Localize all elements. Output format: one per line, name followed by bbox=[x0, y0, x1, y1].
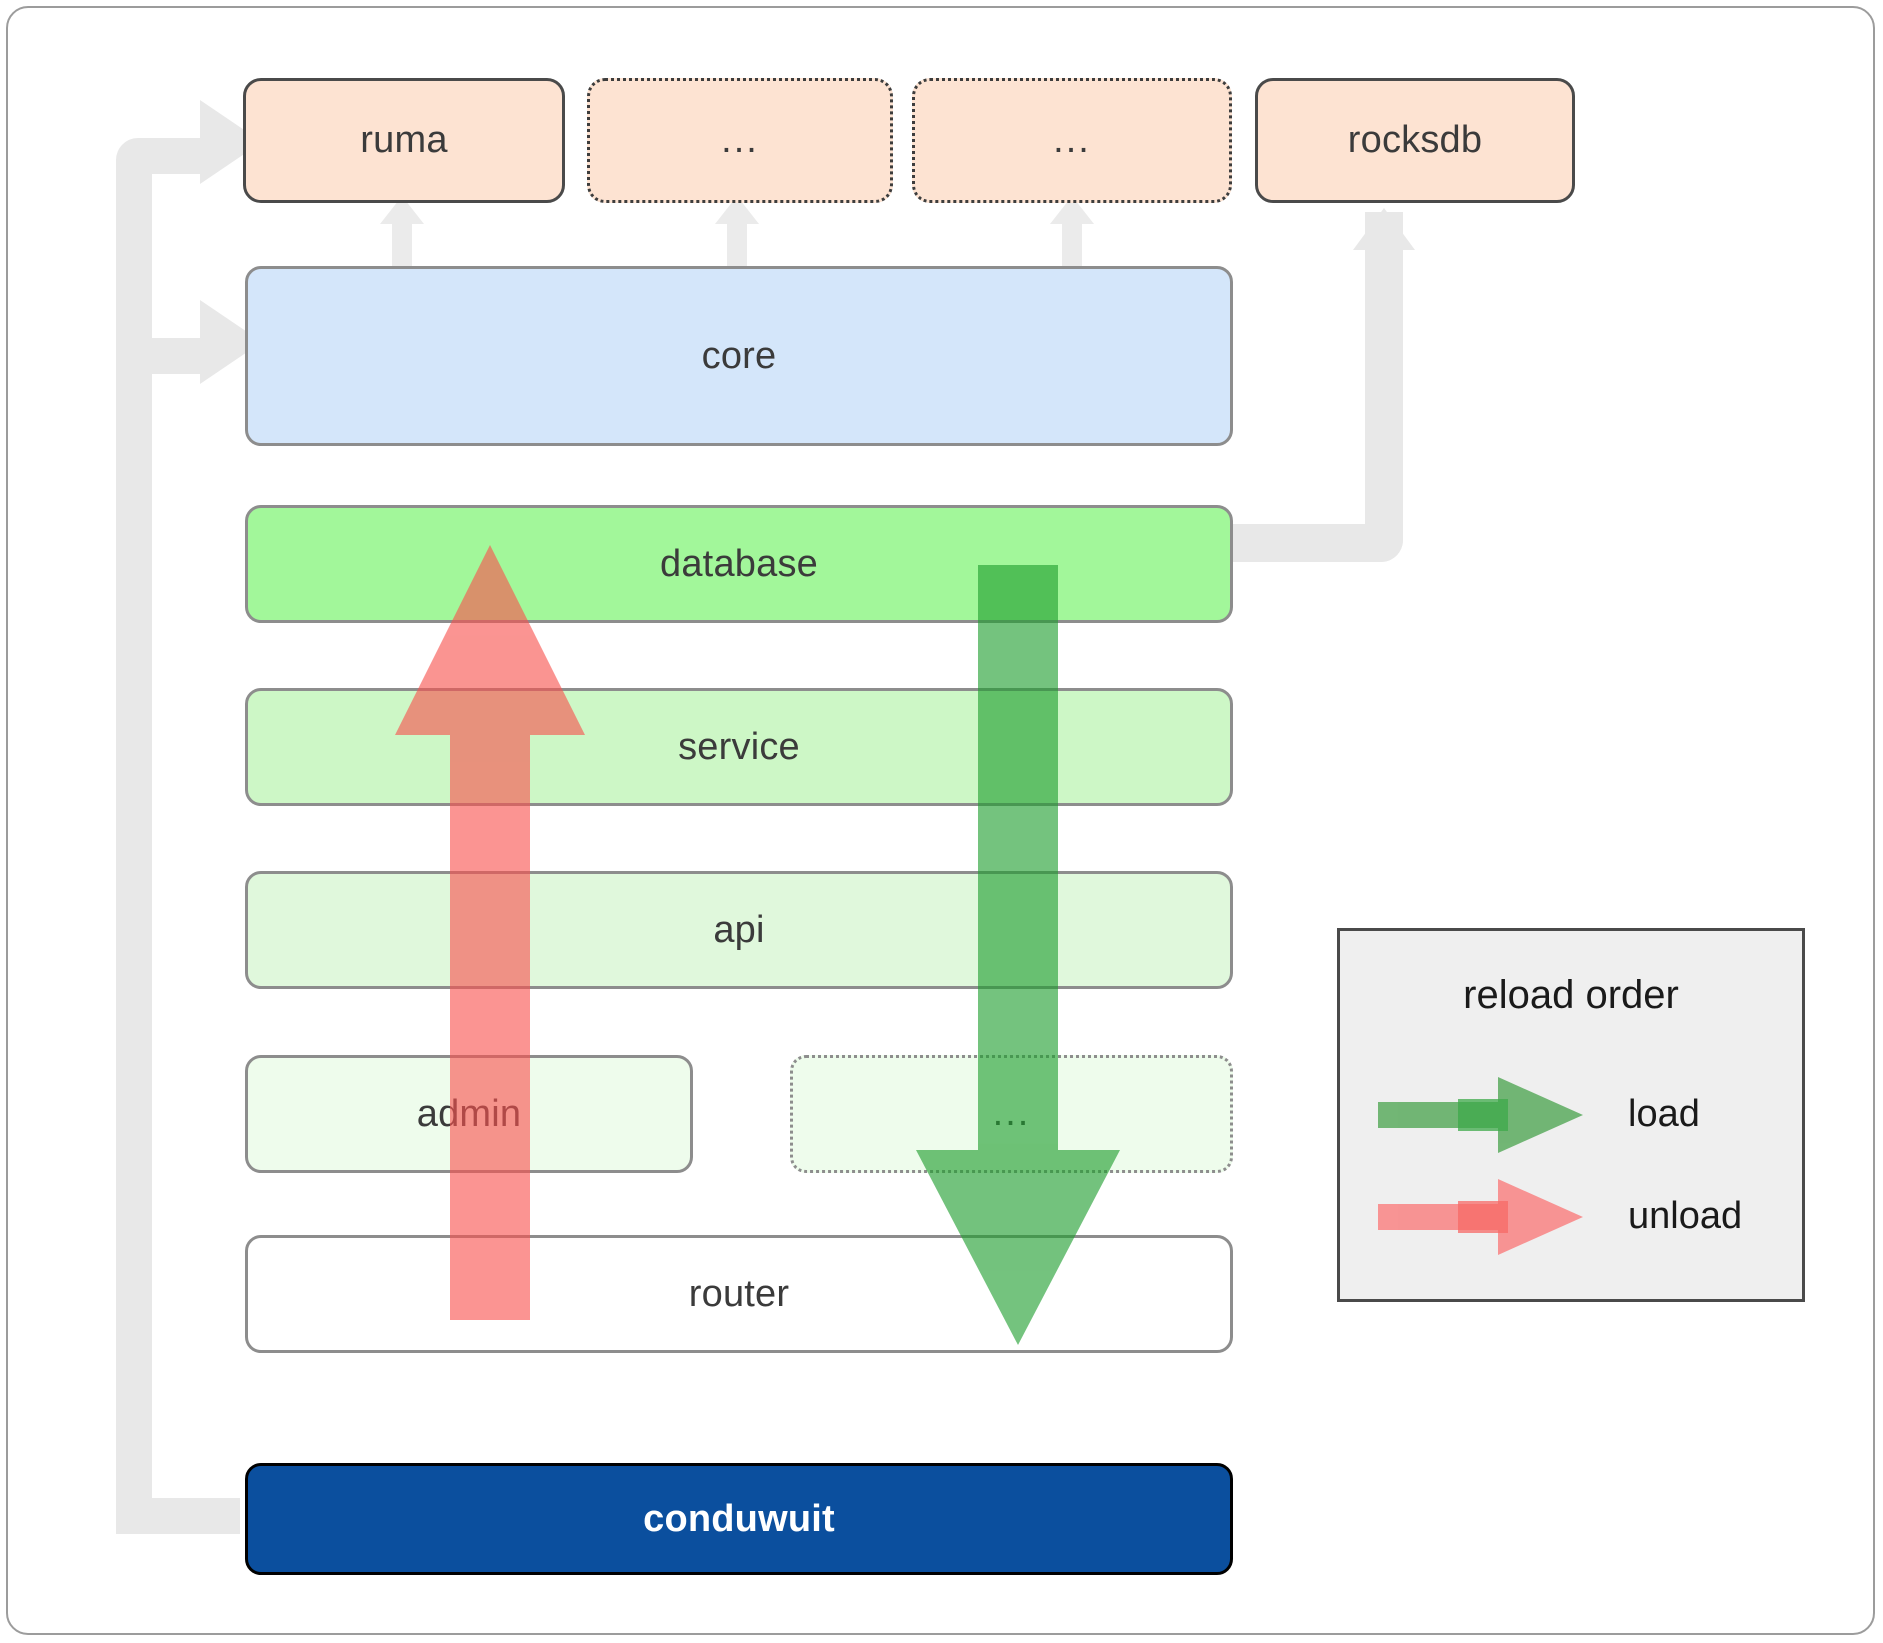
layer-box-api[interactable]: api bbox=[245, 871, 1233, 989]
layer-box-service[interactable]: service bbox=[245, 688, 1233, 806]
root-label: conduwuit bbox=[643, 1497, 835, 1540]
layer-box-router[interactable]: router bbox=[245, 1235, 1233, 1353]
dependency-box-ellipsis-2[interactable]: ... bbox=[912, 78, 1232, 203]
layer-box-admin[interactable]: admin bbox=[245, 1055, 693, 1173]
dependency-box-rocksdb[interactable]: rocksdb bbox=[1255, 78, 1575, 203]
load-arrow-icon bbox=[1378, 1077, 1583, 1153]
layer-box-database[interactable]: database bbox=[245, 505, 1233, 623]
layer-label: admin bbox=[416, 1092, 522, 1135]
layer-label: database bbox=[660, 542, 818, 585]
layer-label: router bbox=[688, 1272, 790, 1315]
legend-row-load: load bbox=[1378, 1069, 1778, 1159]
layer-label: service bbox=[678, 725, 800, 768]
legend-label-unload: unload bbox=[1628, 1194, 1743, 1237]
legend-row-unload: unload bbox=[1378, 1171, 1778, 1261]
unload-arrow-icon bbox=[1378, 1179, 1583, 1255]
legend-label-load: load bbox=[1628, 1092, 1700, 1135]
legend-title: reload order bbox=[1463, 973, 1679, 1017]
layer-label: api bbox=[713, 908, 765, 951]
root-box-conduwuit[interactable]: conduwuit bbox=[245, 1463, 1233, 1575]
dependency-label: rocksdb bbox=[1347, 119, 1483, 161]
layer-label: core bbox=[701, 334, 777, 377]
layer-label: ... bbox=[992, 1092, 1031, 1135]
dependency-label: ruma bbox=[360, 119, 448, 161]
dependency-box-ellipsis-1[interactable]: ... bbox=[587, 78, 893, 203]
layer-box-ellipsis[interactable]: ... bbox=[790, 1055, 1233, 1173]
legend-panel: reload order load unload bbox=[1337, 928, 1805, 1302]
dependency-label: ... bbox=[1053, 118, 1091, 161]
layer-box-core[interactable]: core bbox=[245, 266, 1233, 446]
diagram-frame bbox=[6, 6, 1875, 1635]
dependency-label: ... bbox=[721, 118, 759, 161]
dependency-box-ruma[interactable]: ruma bbox=[243, 78, 565, 203]
